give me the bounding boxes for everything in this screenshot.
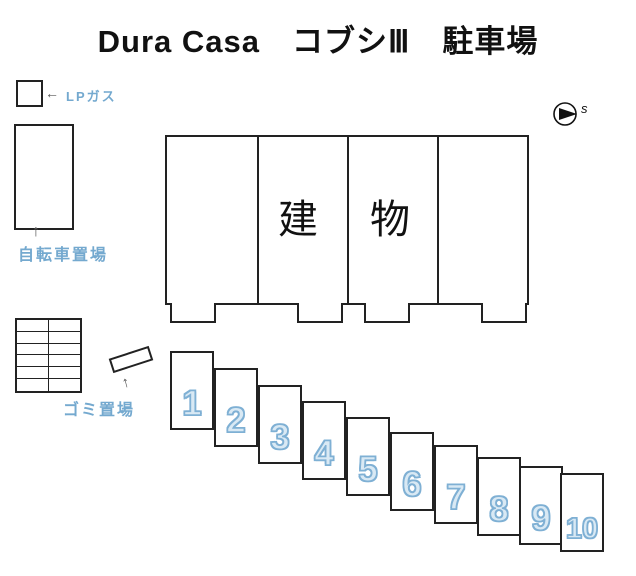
garbage-grid-cell bbox=[17, 379, 49, 391]
garbage-grid-cell bbox=[17, 367, 49, 380]
parking-space: 10 bbox=[560, 473, 604, 552]
compass-mark: s bbox=[581, 101, 588, 116]
garbage-grid-cell bbox=[48, 367, 80, 380]
parking-space-number: 8 bbox=[489, 489, 510, 530]
parking-space: 7 bbox=[434, 445, 478, 524]
garbage-grid-cell bbox=[17, 331, 49, 344]
bicycle-parking-box bbox=[14, 124, 74, 230]
garbage-grid-cell bbox=[48, 332, 80, 344]
parking-space-number: 9 bbox=[531, 498, 552, 539]
parking-space: 3 bbox=[258, 385, 302, 464]
garbage-grid-cell bbox=[17, 343, 49, 356]
parking-space-number: 5 bbox=[358, 449, 379, 490]
building-label: 建 物 bbox=[278, 198, 416, 242]
parking-space-number: 7 bbox=[446, 477, 467, 518]
building-entrance-tab bbox=[364, 303, 410, 323]
parking-space: 2 bbox=[214, 368, 258, 447]
parking-space-number: 4 bbox=[314, 433, 335, 474]
building-divider bbox=[257, 137, 259, 303]
lp-gas-arrow-icon: ← bbox=[45, 85, 59, 101]
page-title: Dura Casa コブシⅢ 駐車場 bbox=[97, 24, 539, 59]
lp-gas-box bbox=[16, 80, 43, 107]
garbage-grid-cell bbox=[49, 379, 81, 391]
garbage-grid-cell bbox=[48, 344, 80, 356]
garbage-arrow-icon: ↑ bbox=[119, 373, 132, 392]
parking-space-number: 2 bbox=[226, 400, 247, 441]
garbage-grid bbox=[15, 318, 82, 393]
lp-gas-label: LPガス bbox=[66, 89, 117, 104]
garbage-grid-cell bbox=[17, 320, 49, 332]
building-divider bbox=[347, 137, 349, 303]
garbage-label: ゴミ置場 bbox=[63, 402, 136, 419]
parking-space: 4 bbox=[302, 401, 346, 480]
parking-space: 5 bbox=[346, 417, 390, 496]
garbage-grid-cell bbox=[17, 355, 49, 368]
garbage-marker bbox=[108, 345, 154, 374]
parking-space-number: 10 bbox=[565, 512, 599, 546]
parking-space-number: 1 bbox=[182, 383, 203, 424]
bicycle-arrow-icon: ↑ bbox=[32, 223, 40, 240]
building-entrance-tab bbox=[297, 303, 343, 323]
parking-space: 1 bbox=[170, 351, 214, 430]
parking-space-number: 6 bbox=[402, 464, 423, 505]
garbage-grid-cell bbox=[48, 355, 80, 368]
building-outline: 建 物 bbox=[165, 135, 529, 305]
building-divider bbox=[437, 137, 439, 303]
parking-space: 9 bbox=[519, 466, 563, 545]
parking-space: 6 bbox=[390, 432, 434, 511]
building-entrance-tab bbox=[170, 303, 216, 323]
bicycle-parking-label: 自転車置場 bbox=[18, 247, 109, 264]
parking-space-number: 3 bbox=[270, 417, 291, 458]
building-entrance-tab bbox=[481, 303, 527, 323]
compass-icon: s bbox=[553, 101, 588, 126]
parking-space: 8 bbox=[477, 457, 521, 536]
garbage-grid-cell bbox=[48, 320, 80, 332]
